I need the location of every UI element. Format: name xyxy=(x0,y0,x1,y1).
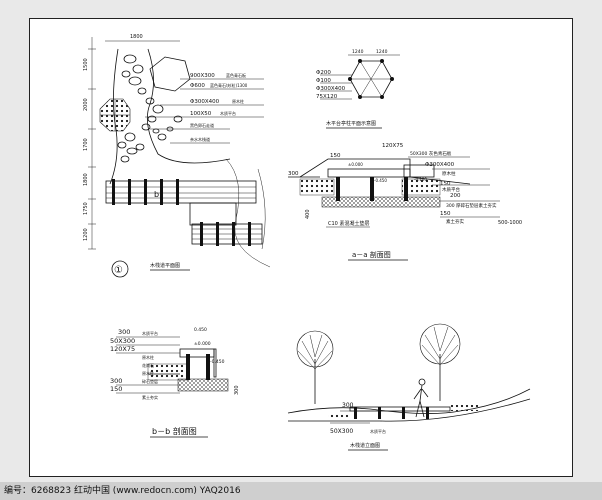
section-bb: 300 50X300 120X75 300 150 0.450 ±0.000 3… xyxy=(110,327,240,438)
plan-hex-platform xyxy=(149,56,191,92)
aa-note-10: 素土夯实 xyxy=(446,218,464,225)
plan-callout-1-text: 蓝色青石板 xyxy=(226,72,246,78)
plan-dim-2: 2000 xyxy=(83,98,89,111)
bb-dim-120x75: 120X75 xyxy=(110,345,135,353)
bb-title: b－b 剖面图 xyxy=(152,426,197,436)
aa-note-5: 300 厚碎石垫层素土夯实 xyxy=(446,202,497,209)
bb-dim-300b: 300 xyxy=(110,377,122,385)
elev-title: 木栈道立面图 xyxy=(350,442,380,449)
bb-note-2: 原木柱 xyxy=(142,354,154,360)
hexagon-detail: 1240 1240 Φ200 Φ100 Φ300X400 75X120 木平台亭… xyxy=(316,49,400,129)
plan-callout-1-num: 900X300 xyxy=(190,73,215,79)
plan-callout-2-num: Φ600 xyxy=(190,83,205,89)
hex-top-dim-2: 1240 xyxy=(376,49,388,55)
plan-dim-6: 1200 xyxy=(83,228,89,241)
bb-dim-000: ±0.000 xyxy=(194,341,211,347)
plan-callout-4-text: 木质平台 xyxy=(220,110,236,116)
plan-dim-1: 1500 xyxy=(83,58,89,71)
bb-dim-50x300: 50X300 xyxy=(110,337,135,345)
bb-note-1: 木质平台 xyxy=(142,330,158,336)
drawing-sheet: 1500 2000 1700 1800 1750 1200 1800 xyxy=(29,18,573,477)
aa-dim-150: 150 xyxy=(330,153,341,159)
footer-text: 编号：6268823 红动中国 (www.redocn.com) YAQ2016 xyxy=(4,486,241,496)
bb-note-4: 原木柱 xyxy=(142,370,154,376)
aa-note-8: -0.100 xyxy=(414,177,427,182)
aa-dim-300: 300 xyxy=(288,171,299,177)
bb-note-3: 花岗石 xyxy=(142,362,154,368)
elev-dim-300: 300 xyxy=(342,402,354,409)
hex-dim-1: Φ200 xyxy=(316,70,331,76)
hex-dim-2: Φ100 xyxy=(316,78,331,84)
plan-callout-4-num: 100X50 xyxy=(190,111,212,117)
aa-note-7: -0.450 xyxy=(374,178,387,183)
elev-dim-50x300: 50X300 xyxy=(330,428,353,435)
aa-dim-150c: 150 xyxy=(440,211,451,217)
bb-dim-300c: 300 xyxy=(234,385,240,395)
plan-callout-5-text: 黑色卵石走道 xyxy=(190,122,214,128)
plan-callout-3-text: 原木柱 xyxy=(232,98,244,104)
hex-title: 木平台亭柱平面示意图 xyxy=(326,120,376,127)
aa-dim-300x400: Φ300X400 xyxy=(425,162,455,168)
aa-dim-150b: 150 xyxy=(440,181,451,187)
aa-note-1: 50X300 灰色青石板 xyxy=(410,150,452,157)
plan-dim-3: 1700 xyxy=(83,138,89,151)
aa-note-3: 木质平台 xyxy=(442,186,460,193)
tree-right xyxy=(419,323,461,401)
bb-note-6: 素土夯实 xyxy=(142,394,158,400)
plan-boardwalk xyxy=(105,158,271,268)
bb-dim-150: 150 xyxy=(110,385,122,393)
elev-note-1: 木质平台 xyxy=(370,428,386,434)
aa-dim-400: 400 xyxy=(305,209,311,219)
watermark-footer: 编号：6268823 红动中国 (www.redocn.com) YAQ2016 xyxy=(0,482,602,500)
aa-note-9: 500-1000 xyxy=(498,220,522,226)
bb-note-5: 碎石垫层 xyxy=(142,378,158,384)
plan-number-circle xyxy=(111,260,129,278)
cad-drawing: 1500 2000 1700 1800 1750 1200 1800 xyxy=(83,34,531,451)
elevation: 300 50X300 木质平台 木栈道立面图 xyxy=(287,323,531,451)
aa-dim-120x75: 120X75 xyxy=(382,143,404,149)
hex-dim-4: 75X120 xyxy=(316,94,338,100)
plan-title: 木栈道平面图 xyxy=(150,262,180,269)
section-aa: 150 120X75 Φ300X400 300 150 200 150 400 … xyxy=(288,143,522,261)
plan-view: 1500 2000 1700 1800 1750 1200 1800 xyxy=(83,34,271,278)
plan-callout-6-text: 亲水木栈道 xyxy=(190,136,210,142)
tree-left xyxy=(296,330,334,404)
aa-dim-200: 200 xyxy=(450,193,461,199)
plan-section-mark: ① xyxy=(114,265,123,276)
aa-title: a－a 剖面图 xyxy=(352,250,391,259)
plan-callout-2-text: 蓝色青石块(粒)1300 xyxy=(210,82,248,88)
person-figure xyxy=(413,378,429,418)
plan-dim-4: 1800 xyxy=(83,173,89,186)
aa-note-2: 原木柱 xyxy=(442,170,456,177)
plan-dim-top: 1800 xyxy=(130,34,143,40)
plan-b-mark: b xyxy=(154,190,159,199)
plan-dim-5: 1750 xyxy=(83,202,89,215)
hex-dim-3: Φ300X400 xyxy=(316,86,346,92)
aa-note-6: ±0.000 xyxy=(348,162,363,167)
stepping-stones xyxy=(117,54,183,163)
bb-dim-neg0450: -0.450 xyxy=(210,359,225,365)
aa-note-4: C10 素混凝土垫层 xyxy=(328,220,369,227)
plan-callout-3-num: Φ300X400 xyxy=(190,99,220,105)
bb-dim-300: 300 xyxy=(118,328,130,336)
hex-top-dim-1: 1240 xyxy=(352,49,364,55)
bb-dim-0450: 0.450 xyxy=(194,327,207,333)
